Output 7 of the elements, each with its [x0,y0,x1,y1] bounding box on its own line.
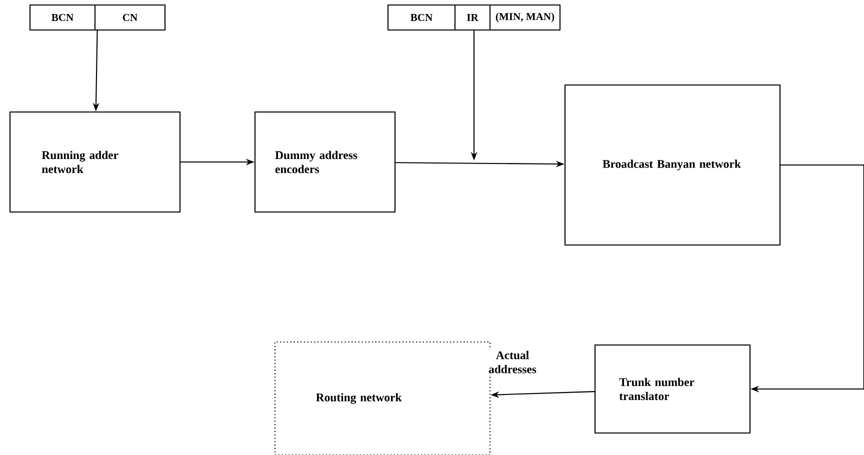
process-box: Broadcast Banyan network [564,84,781,246]
field-header: BCN IR (MIN, MAN) [387,4,561,31]
field-header: BCN CN [29,4,166,31]
edge-label: Actual addresses [488,350,536,374]
process-box: Running adder network [9,111,181,213]
process-box: Dummy address encoders [254,111,396,213]
process-box: Trunk number translator [594,344,751,434]
